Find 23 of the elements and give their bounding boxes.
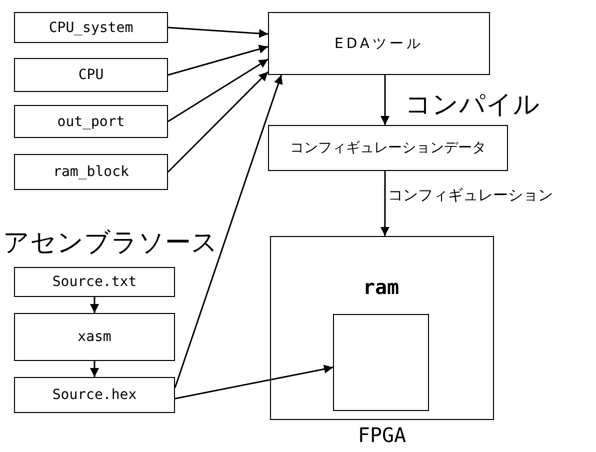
- edge-label: コンフィギュレーション: [388, 186, 553, 204]
- arrow: [168, 44, 268, 76]
- box-title: FPGA: [356, 422, 408, 448]
- arrow: [168, 26, 268, 38]
- tool-box: EDAツール: [268, 12, 490, 75]
- arrow: [174, 364, 334, 400]
- module-box: CPU: [14, 58, 168, 92]
- arrow: [90, 297, 99, 313]
- file-box: Source.txt: [14, 267, 175, 297]
- arrow: [90, 361, 99, 377]
- assembler-box: xasm: [14, 313, 175, 361]
- arrow: [167, 71, 269, 173]
- file-box: Source.hex: [14, 377, 175, 413]
- module-box: CPU_system: [14, 12, 168, 43]
- arrow: [380, 75, 390, 125]
- arrow: [168, 58, 268, 122]
- module-box: out_port: [14, 105, 168, 138]
- arrow: [174, 74, 283, 388]
- data-box: コンフィギュレーションデータ: [268, 125, 508, 171]
- arrow: [380, 171, 390, 236]
- group-heading: アセンブラソース: [3, 228, 218, 260]
- box-title: ram: [362, 274, 400, 300]
- module-box: ram_block: [14, 154, 168, 190]
